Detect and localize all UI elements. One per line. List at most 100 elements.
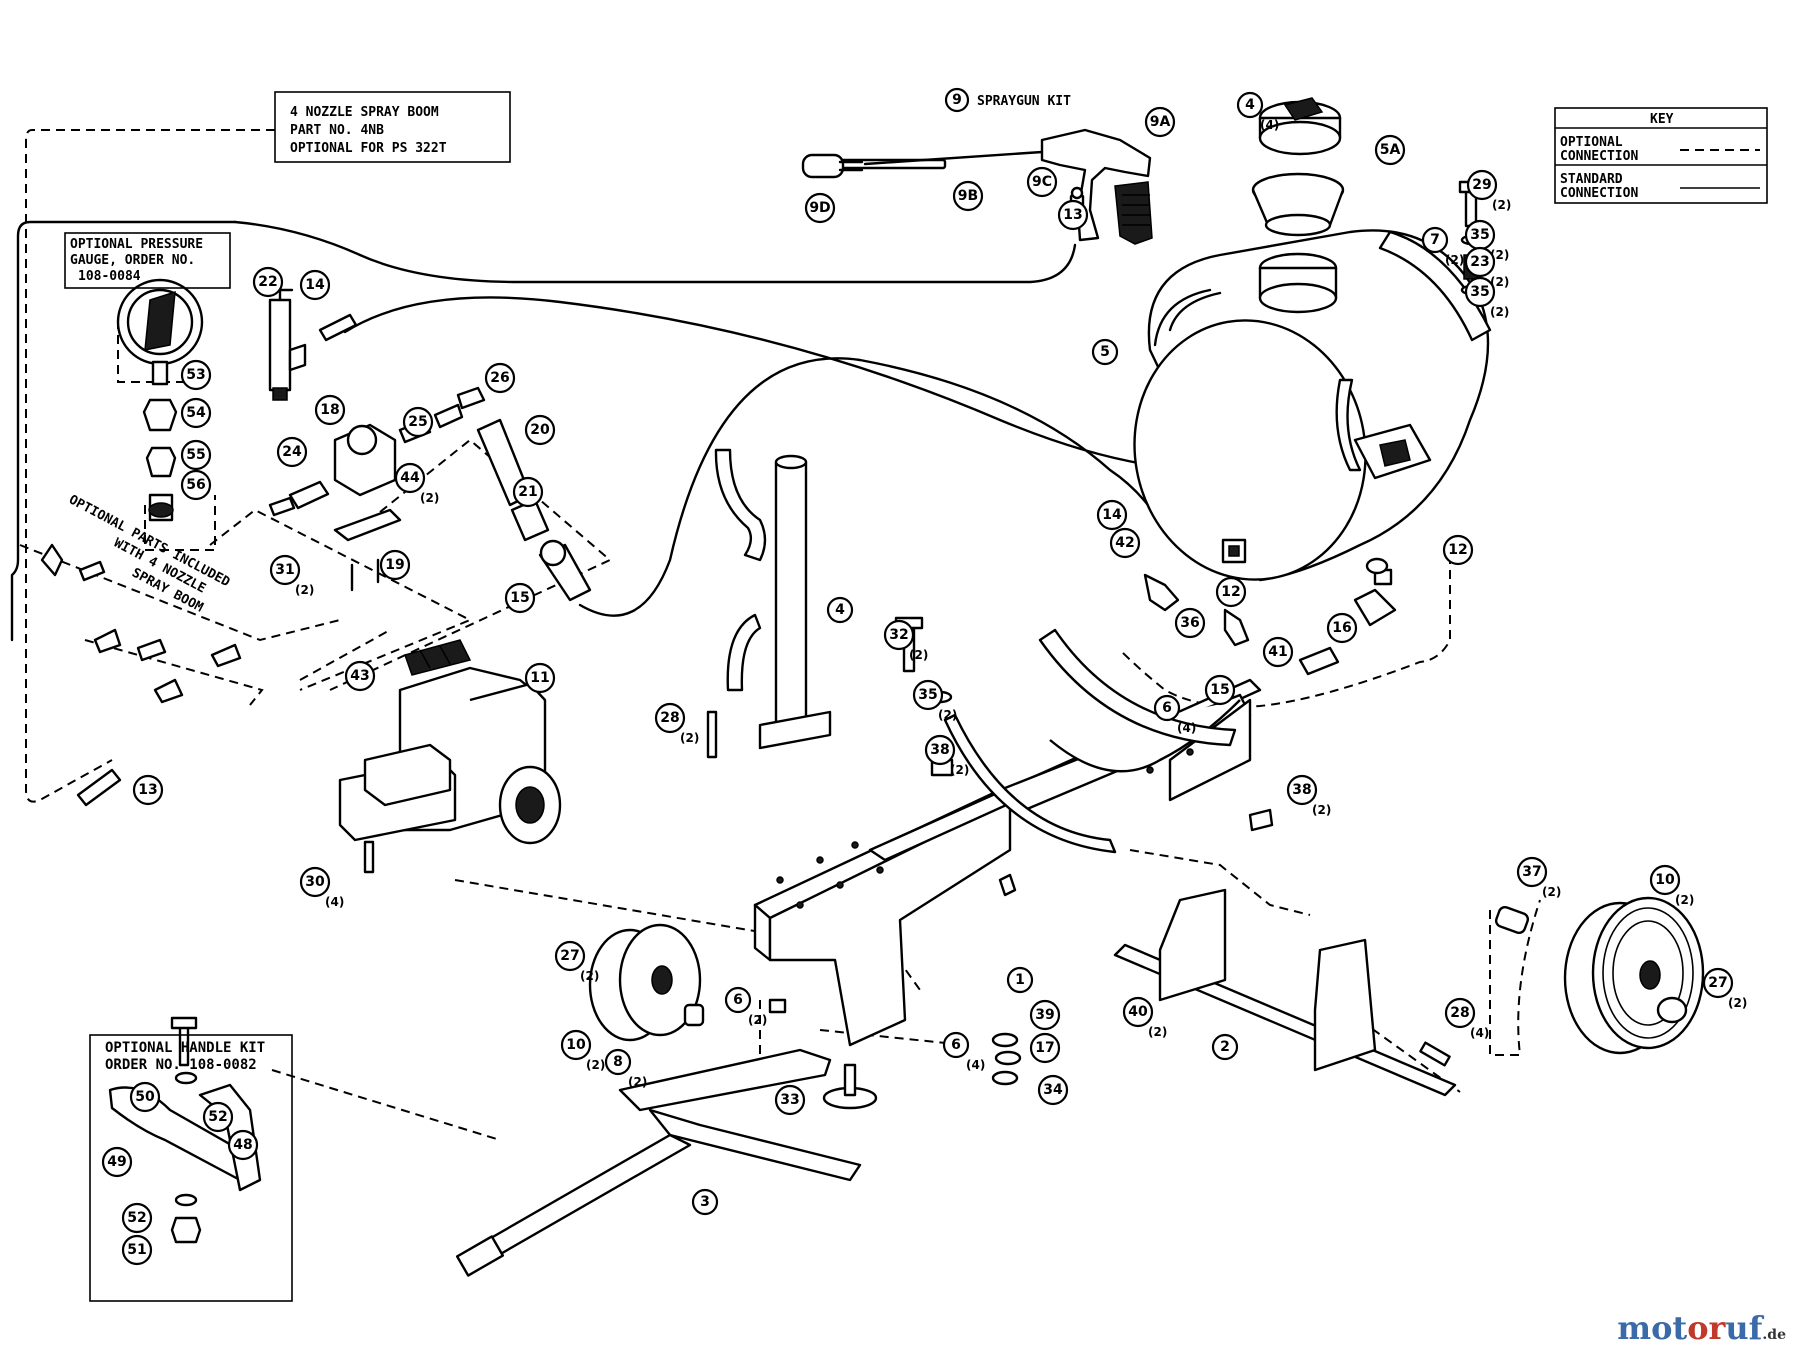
- callout-number: 30: [305, 874, 325, 890]
- callout-16: 16: [1326, 612, 1358, 644]
- callout-number: 5: [1100, 344, 1110, 360]
- callout-number: 53: [186, 367, 205, 383]
- callout-number: 16: [1332, 620, 1351, 636]
- callout-circle: [1262, 636, 1294, 668]
- callout-circle: [1144, 106, 1176, 138]
- callout-circle: [129, 1081, 161, 1113]
- connection-lines: [10, 129, 1541, 1141]
- callout-number: 10: [1655, 872, 1675, 888]
- callout-number: 2: [1220, 1039, 1230, 1055]
- callout-number: 6: [1162, 700, 1172, 716]
- callout-number: 9A: [1150, 114, 1171, 130]
- callout-11: 11: [524, 662, 556, 694]
- callout-24: 24: [276, 436, 308, 468]
- callout-quantity: (4): [1177, 721, 1196, 735]
- callout-number: 26: [490, 370, 509, 386]
- callout-6: 6 (4): [1153, 694, 1196, 735]
- gauge-line-1: OPTIONAL PRESSURE: [70, 237, 203, 252]
- callout-circle: [227, 1129, 259, 1161]
- callout-42: 42: [1109, 527, 1141, 559]
- callout-12: 12: [1215, 576, 1247, 608]
- callout-number: 40: [1128, 1004, 1148, 1020]
- callout-9B: 9B: [952, 180, 984, 212]
- callout-27: 27(2): [554, 940, 599, 983]
- callout-25: 25: [402, 406, 434, 438]
- callout-circle: [1442, 534, 1474, 566]
- handle-kit-line-2: ORDER NO. 108-0082: [105, 1057, 257, 1073]
- callout-circle: [1029, 999, 1061, 1031]
- callout-circle: [1421, 226, 1449, 254]
- callout-number: 13: [138, 782, 157, 798]
- callout-number: 35: [1470, 227, 1489, 243]
- callout-22: 22: [252, 266, 284, 298]
- handle-kit-note: OPTIONAL HANDLE KIT ORDER NO. 108-0082: [89, 1034, 293, 1302]
- callout-quantity: (4): [325, 895, 344, 909]
- callout-circle: [1091, 338, 1119, 366]
- fasteners: [363, 557, 1451, 1086]
- callout-29: 29(2): [1466, 169, 1511, 212]
- callout-number: 8: [613, 1054, 623, 1070]
- callout-number: 33: [780, 1092, 799, 1108]
- callout-number: 6: [733, 992, 743, 1008]
- right-wheel: [1494, 896, 1705, 1055]
- callout-number: 55: [186, 447, 205, 463]
- spraygun-kit-label: 9 SPRAYGUN KIT: [944, 87, 1071, 113]
- callout-33: 33: [774, 1084, 806, 1116]
- callout-number: 4: [835, 602, 845, 618]
- callout-quantity: (2): [1148, 1025, 1167, 1039]
- callout-17: 17: [1029, 1032, 1061, 1064]
- callout-32: 32(2): [883, 619, 928, 662]
- callout-circle: [1096, 499, 1128, 531]
- callout-number: 52: [208, 1109, 227, 1125]
- callout-circle: [524, 414, 556, 446]
- callout-4: 4(4): [1236, 91, 1279, 132]
- callout-quantity: (2): [1542, 885, 1561, 899]
- callout-10: 10(2): [560, 1029, 605, 1072]
- callout-circle: [912, 679, 944, 711]
- gauge-line-3: 108-0084: [78, 269, 141, 284]
- callout-53: 53: [180, 359, 212, 391]
- callout-2: 2: [1211, 1033, 1239, 1061]
- callout-14: 14: [299, 269, 331, 301]
- handle-post: [714, 448, 832, 750]
- handle: [455, 1048, 862, 1277]
- callout-50: 50: [129, 1081, 161, 1113]
- callout-quantity: (2): [295, 583, 314, 597]
- callout-5A: 5A: [1374, 134, 1406, 166]
- callout-27: 27(2): [1702, 967, 1747, 1010]
- callout-7: 7(2): [1421, 226, 1464, 267]
- callout-28: 28(4): [1444, 997, 1489, 1040]
- callout-circle: [1464, 246, 1496, 278]
- key-title: KEY: [1650, 112, 1674, 127]
- callout-15: 15: [504, 582, 536, 614]
- callout-quantity: (2): [628, 1075, 647, 1089]
- boom-parts-note: OPTIONAL PARTS INCLUDED WITH 4 NOZZLE SP…: [66, 492, 232, 615]
- spray-boom-line-2: PART NO. 4NB: [290, 123, 384, 138]
- callout-circle: [276, 436, 308, 468]
- callout-circle: [724, 986, 752, 1014]
- callout-number: 14: [305, 277, 325, 293]
- callout-circle: [269, 554, 301, 586]
- callout-circle: [121, 1202, 153, 1234]
- callout-quantity: (2): [938, 708, 957, 722]
- callout-quantity: (2): [748, 1013, 767, 1027]
- callout-circle: [560, 1029, 592, 1061]
- callout-23: 23(2): [1464, 246, 1509, 289]
- callout-number: 22: [258, 274, 277, 290]
- handle-kit-line-1: OPTIONAL HANDLE KIT: [105, 1040, 265, 1056]
- callout-circle: [1211, 1033, 1239, 1061]
- callout-number: 9C: [1032, 174, 1052, 190]
- callout-9A: 9A: [1144, 106, 1176, 138]
- callout-circle: [924, 734, 956, 766]
- callout-number: 38: [1292, 782, 1311, 798]
- callout-number: 25: [408, 414, 427, 430]
- callout-circle: [512, 476, 544, 508]
- callout-13: 13: [132, 774, 164, 806]
- frame: [455, 628, 1705, 1277]
- callout-number: 23: [1470, 254, 1489, 270]
- callout-circle: [402, 406, 434, 438]
- callout-circle: [1464, 276, 1496, 308]
- callout-number: 5A: [1380, 142, 1401, 158]
- callout-number: 4: [1245, 97, 1255, 113]
- callout-circle: [299, 866, 331, 898]
